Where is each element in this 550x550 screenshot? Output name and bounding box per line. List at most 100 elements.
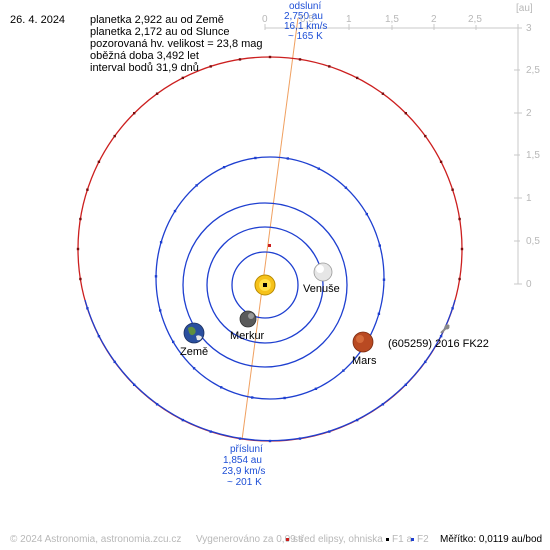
orbit-point [238, 58, 242, 61]
aphelion-distance: 2,750 au [284, 11, 323, 22]
orbit-point [222, 166, 226, 169]
orbit-point [238, 437, 242, 440]
earth-orbit [182, 202, 348, 368]
orbit-point [298, 58, 302, 61]
orbit-point [317, 167, 320, 170]
orbit-point-markers [76, 55, 464, 443]
venus-orbit [206, 226, 324, 344]
orbit-point [195, 184, 198, 187]
orbit-point [314, 387, 318, 390]
footer-copyright: © 2024 Astronomia, astronomia.zcu.cz [10, 534, 182, 545]
orbit-point [377, 312, 381, 315]
asteroid-label: (605259) 2016 FK22 [388, 338, 489, 350]
orbit-point [365, 212, 368, 216]
orbit-point [404, 383, 407, 386]
orbit-point [344, 186, 348, 189]
orbit-point [378, 244, 381, 247]
planet-orbits [155, 156, 385, 400]
orbit-point [113, 134, 116, 138]
perihelion-speed: 23,9 km/s [222, 466, 266, 477]
orbit-point [382, 278, 386, 281]
orbit-point [439, 160, 443, 163]
orbit-point [181, 76, 184, 80]
venus-icon [313, 262, 333, 282]
x-tick-4: 2 [431, 14, 437, 25]
orbit-point [97, 335, 101, 338]
asteroid-orbit [77, 56, 463, 442]
x-tick-1: 0,5 [300, 14, 314, 25]
orbit-point [159, 309, 162, 312]
scale-unit-label: [au] [516, 3, 533, 14]
orbit-point [159, 241, 163, 244]
asteroid-marker-icon [440, 324, 450, 334]
y-tick-2-5: 2,5 [526, 65, 540, 76]
y-tick-2: 2 [526, 108, 532, 119]
footer-legend-f2-marker [411, 538, 414, 541]
orbit-point [404, 112, 407, 115]
orbit-point [76, 247, 80, 251]
orbit-point [86, 307, 89, 310]
orbit-point [209, 430, 212, 433]
orbit-point [424, 360, 427, 364]
footer-scale: Měřítko: 0,0119 au/bod [440, 534, 543, 545]
date-label: 26. 4. 2024 [10, 14, 66, 26]
info-line-earth-distance: planetka 2,922 au od Země [90, 14, 224, 26]
orbit-point [439, 335, 443, 338]
mercury-icon [239, 310, 257, 328]
mars-label: Mars [352, 355, 377, 367]
orbit-point [356, 418, 359, 422]
orbit-point [451, 307, 454, 310]
sun-icon [254, 274, 276, 296]
mars-icon [352, 331, 374, 353]
venus-label: Venuše [303, 283, 340, 295]
earth-icon [183, 322, 205, 344]
mars-orbit [155, 156, 385, 400]
orbit-point [356, 76, 359, 80]
orbit-point [133, 112, 136, 115]
orbit-point [254, 156, 257, 160]
y-tick-0: 0 [526, 279, 532, 290]
orbit-point [181, 418, 184, 422]
orbit-point [79, 277, 82, 281]
perihelion-title: přísluní [230, 444, 263, 455]
aphelion-temp: ~ 165 K [288, 31, 323, 42]
x-tick-3: 1,5 [385, 14, 399, 25]
y-tick-0-5: 0,5 [526, 236, 540, 247]
ellipse-center-marker [268, 244, 271, 247]
orbit-point [283, 396, 286, 400]
orbit-point [458, 217, 461, 221]
orbit-point [220, 386, 223, 389]
orbit-point [460, 247, 464, 251]
orbit-point [133, 383, 136, 386]
info-line-sun-distance: planetka 2,172 au od Slunce [90, 26, 230, 38]
orbit-point [328, 430, 331, 433]
aphelion-speed: 16,1 km/s [284, 21, 328, 32]
footer-legend-center-marker [286, 538, 289, 541]
footer-legend-f1: F1 a [392, 534, 413, 545]
orbit-point [155, 403, 159, 406]
perihelion-distance: 1,854 au [223, 455, 262, 466]
perihelion-temp: ~ 201 K [227, 477, 262, 488]
y-tick-1: 1 [526, 193, 532, 204]
orbit-point [342, 369, 345, 372]
aphelion-title: odsluní [289, 1, 322, 12]
orbit-point [458, 277, 461, 281]
x-tick-0: 0 [262, 14, 268, 25]
orbit-point [113, 360, 116, 364]
orbit-point [86, 188, 89, 191]
orbit-point [209, 65, 212, 68]
orbit-point [381, 92, 385, 95]
info-line-period: oběžná doba 3,492 let [90, 50, 199, 62]
x-tick-5: 2,5 [468, 14, 482, 25]
orbit-point [268, 55, 272, 59]
y-tick-1-5: 1,5 [526, 150, 540, 161]
footer-legend-center: střed elipsy, ohniska [293, 534, 383, 545]
footer-legend-f1-marker [386, 538, 389, 541]
orbit-point [155, 92, 159, 95]
mercury-label: Merkur [230, 330, 265, 342]
orbit-point [97, 160, 101, 163]
orbit-point [192, 367, 196, 370]
x-tick-2: 1 [346, 14, 352, 25]
earth-label: Země [180, 346, 209, 358]
